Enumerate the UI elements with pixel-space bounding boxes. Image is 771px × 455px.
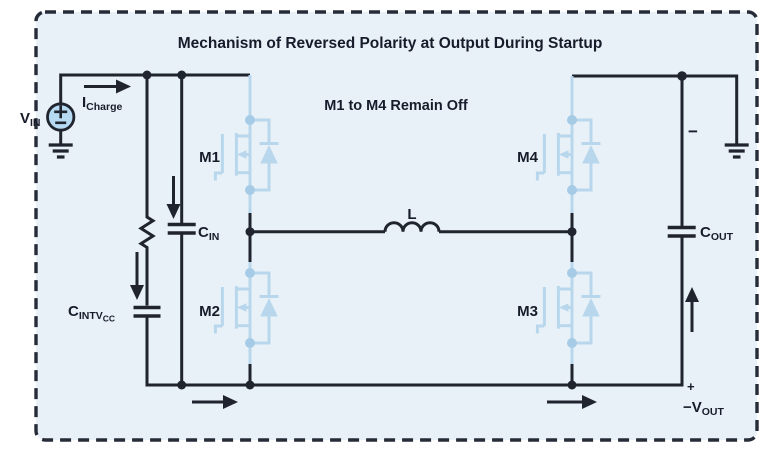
plus-sign-icon [54, 105, 68, 119]
wire-top-right-rail [572, 74, 739, 144]
cout-label: COUT [700, 224, 734, 243]
wires [59, 73, 739, 387]
cin-label: CIN [198, 224, 219, 243]
m2-label: M2 [199, 303, 220, 320]
m4-label: M4 [517, 149, 538, 166]
mosfet-stubs [248, 75, 574, 364]
junction-dot [567, 380, 577, 390]
junction-dot [142, 70, 152, 80]
junction-dot [567, 227, 577, 237]
vin-label: VIN [20, 110, 41, 129]
vin-source [46, 102, 76, 132]
note-text: M1 to M4 Remain Off [324, 98, 468, 114]
m1-label: M1 [199, 149, 220, 166]
resistor [138, 75, 156, 306]
cintvcc-current-arrow [130, 252, 144, 300]
inductor [383, 221, 441, 232]
cout-current-arrow [685, 287, 699, 332]
inductor-label: L [407, 206, 416, 223]
icharge-arrow [84, 79, 131, 94]
icharge-label: ICharge [82, 94, 123, 113]
vout-label: −VOUT [683, 399, 725, 418]
cin-current-arrow [166, 176, 181, 219]
output-minus-label: − [688, 122, 698, 141]
page-title: Mechanism of Reversed Polarity at Output… [178, 35, 603, 52]
cintvcc-label: CINTVCC [68, 303, 115, 324]
junction-dots [142, 70, 687, 390]
wire-bottom-rail [145, 236, 684, 387]
bottom-right-current-arrow [547, 395, 597, 409]
junction-dot [245, 380, 255, 390]
junction-dot [177, 380, 187, 390]
bottom-left-current-arrow [192, 395, 238, 409]
wire-top-left-rail [59, 73, 250, 105]
junction-dot [677, 71, 687, 81]
junction-dot [245, 227, 255, 237]
m3-label: M3 [517, 303, 538, 320]
output-plus-label: + [687, 379, 695, 394]
junction-dot [177, 70, 187, 80]
current-arrows [84, 79, 699, 409]
